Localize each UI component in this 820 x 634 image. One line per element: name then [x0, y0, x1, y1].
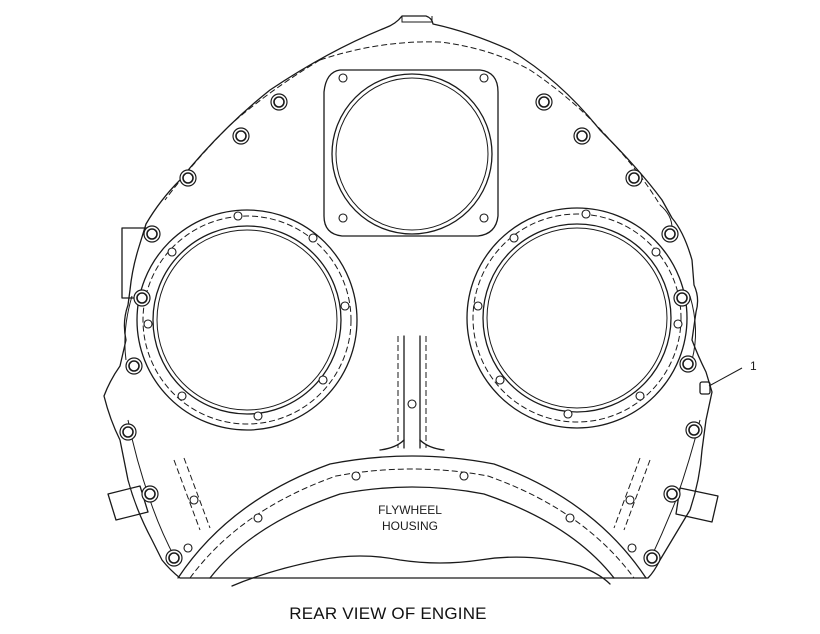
upper-cover-gasket [335, 77, 489, 231]
left-lower-rib [173, 457, 211, 531]
gasket-line [319, 41, 661, 206]
bolt-icon [679, 355, 697, 373]
bolt-icon [165, 549, 183, 567]
bolt-hole [459, 471, 469, 481]
right-side-contour [689, 295, 697, 361]
bolt-group [119, 93, 703, 567]
bolt-hole [233, 211, 243, 221]
bolt-icon [625, 169, 643, 187]
bolt-hole [581, 209, 591, 219]
hole-group [143, 73, 683, 553]
bolt-hole [167, 247, 177, 257]
left-cover-gasket [142, 215, 352, 425]
bolt-hole [340, 301, 350, 311]
bolt-hole [479, 73, 489, 83]
bolt-hole [563, 409, 573, 419]
bolt-hole [625, 495, 635, 505]
left-cover-opening [152, 225, 342, 415]
right-cover-inner [486, 227, 668, 409]
bolt-hole [673, 319, 683, 329]
bolt-hole [318, 375, 328, 385]
bolt-hole [308, 233, 318, 243]
bolt-hole [338, 213, 348, 223]
flywheel-housing-gasket [189, 468, 635, 579]
left-cover-plate [136, 209, 358, 431]
bolt-hole [253, 513, 263, 523]
flywheel-housing-label-line2: HOUSING [382, 519, 438, 533]
left-cover-inner [156, 229, 338, 411]
center-rib [403, 335, 421, 449]
bolt-hole [479, 213, 489, 223]
housing-plate-outline [103, 15, 713, 579]
callout-leader [708, 367, 743, 387]
right-lower-lug [675, 487, 719, 523]
bolt-hole [651, 247, 661, 257]
bolt-icon [125, 357, 143, 375]
center-rib-dash [397, 336, 427, 448]
left-bracket [121, 227, 149, 299]
bolt-hole [183, 543, 193, 553]
bolt-icon [141, 485, 159, 503]
top-cap [401, 16, 433, 23]
upper-cover-opening [331, 73, 493, 235]
center-rib-base [379, 439, 445, 451]
right-cover-opening [482, 223, 672, 413]
bolt-icon [179, 169, 197, 187]
bolt-hole [495, 375, 505, 385]
bolt-icon [535, 93, 553, 111]
bolt-hole [635, 391, 645, 401]
left-lower-lug [107, 485, 149, 521]
bolt-icon [143, 225, 161, 243]
diagram-caption: REAR VIEW OF ENGINE [289, 604, 487, 623]
bolt-icon [232, 127, 250, 145]
callout-number: 1 [750, 359, 757, 373]
bolt-hole [509, 233, 519, 243]
bolt-hole [473, 301, 483, 311]
bolt-icon [573, 127, 591, 145]
bolt-icon [133, 289, 151, 307]
bolt-icon [661, 225, 679, 243]
bolt-icon [673, 289, 691, 307]
flywheel-housing-inner [209, 486, 615, 579]
left-side-contour [124, 295, 133, 361]
flywheel-housing-outer [177, 455, 647, 579]
right-lower-rib [613, 457, 651, 531]
bolt-hole [189, 495, 199, 505]
flywheel-inner-wave [231, 555, 611, 587]
bolt-hole [627, 543, 637, 553]
bolt-hole [253, 411, 263, 421]
callout-fitting [699, 381, 711, 395]
bolt-icon [643, 549, 661, 567]
bolt-hole [351, 471, 361, 481]
bolt-icon [685, 421, 703, 439]
bolt-icon [270, 93, 288, 111]
gasket-line-left [164, 59, 321, 201]
bolt-icon [663, 485, 681, 503]
bolt-hole [407, 399, 417, 409]
bolt-hole [565, 513, 575, 523]
upper-cover-plate [323, 69, 499, 237]
bolt-icon [119, 423, 137, 441]
right-cover-gasket [472, 213, 682, 423]
bolt-hole [177, 391, 187, 401]
flywheel-housing-label-line1: FLYWHEEL [378, 503, 442, 517]
right-cover-plate [466, 207, 688, 429]
bolt-hole [143, 319, 153, 329]
bolt-hole [338, 73, 348, 83]
